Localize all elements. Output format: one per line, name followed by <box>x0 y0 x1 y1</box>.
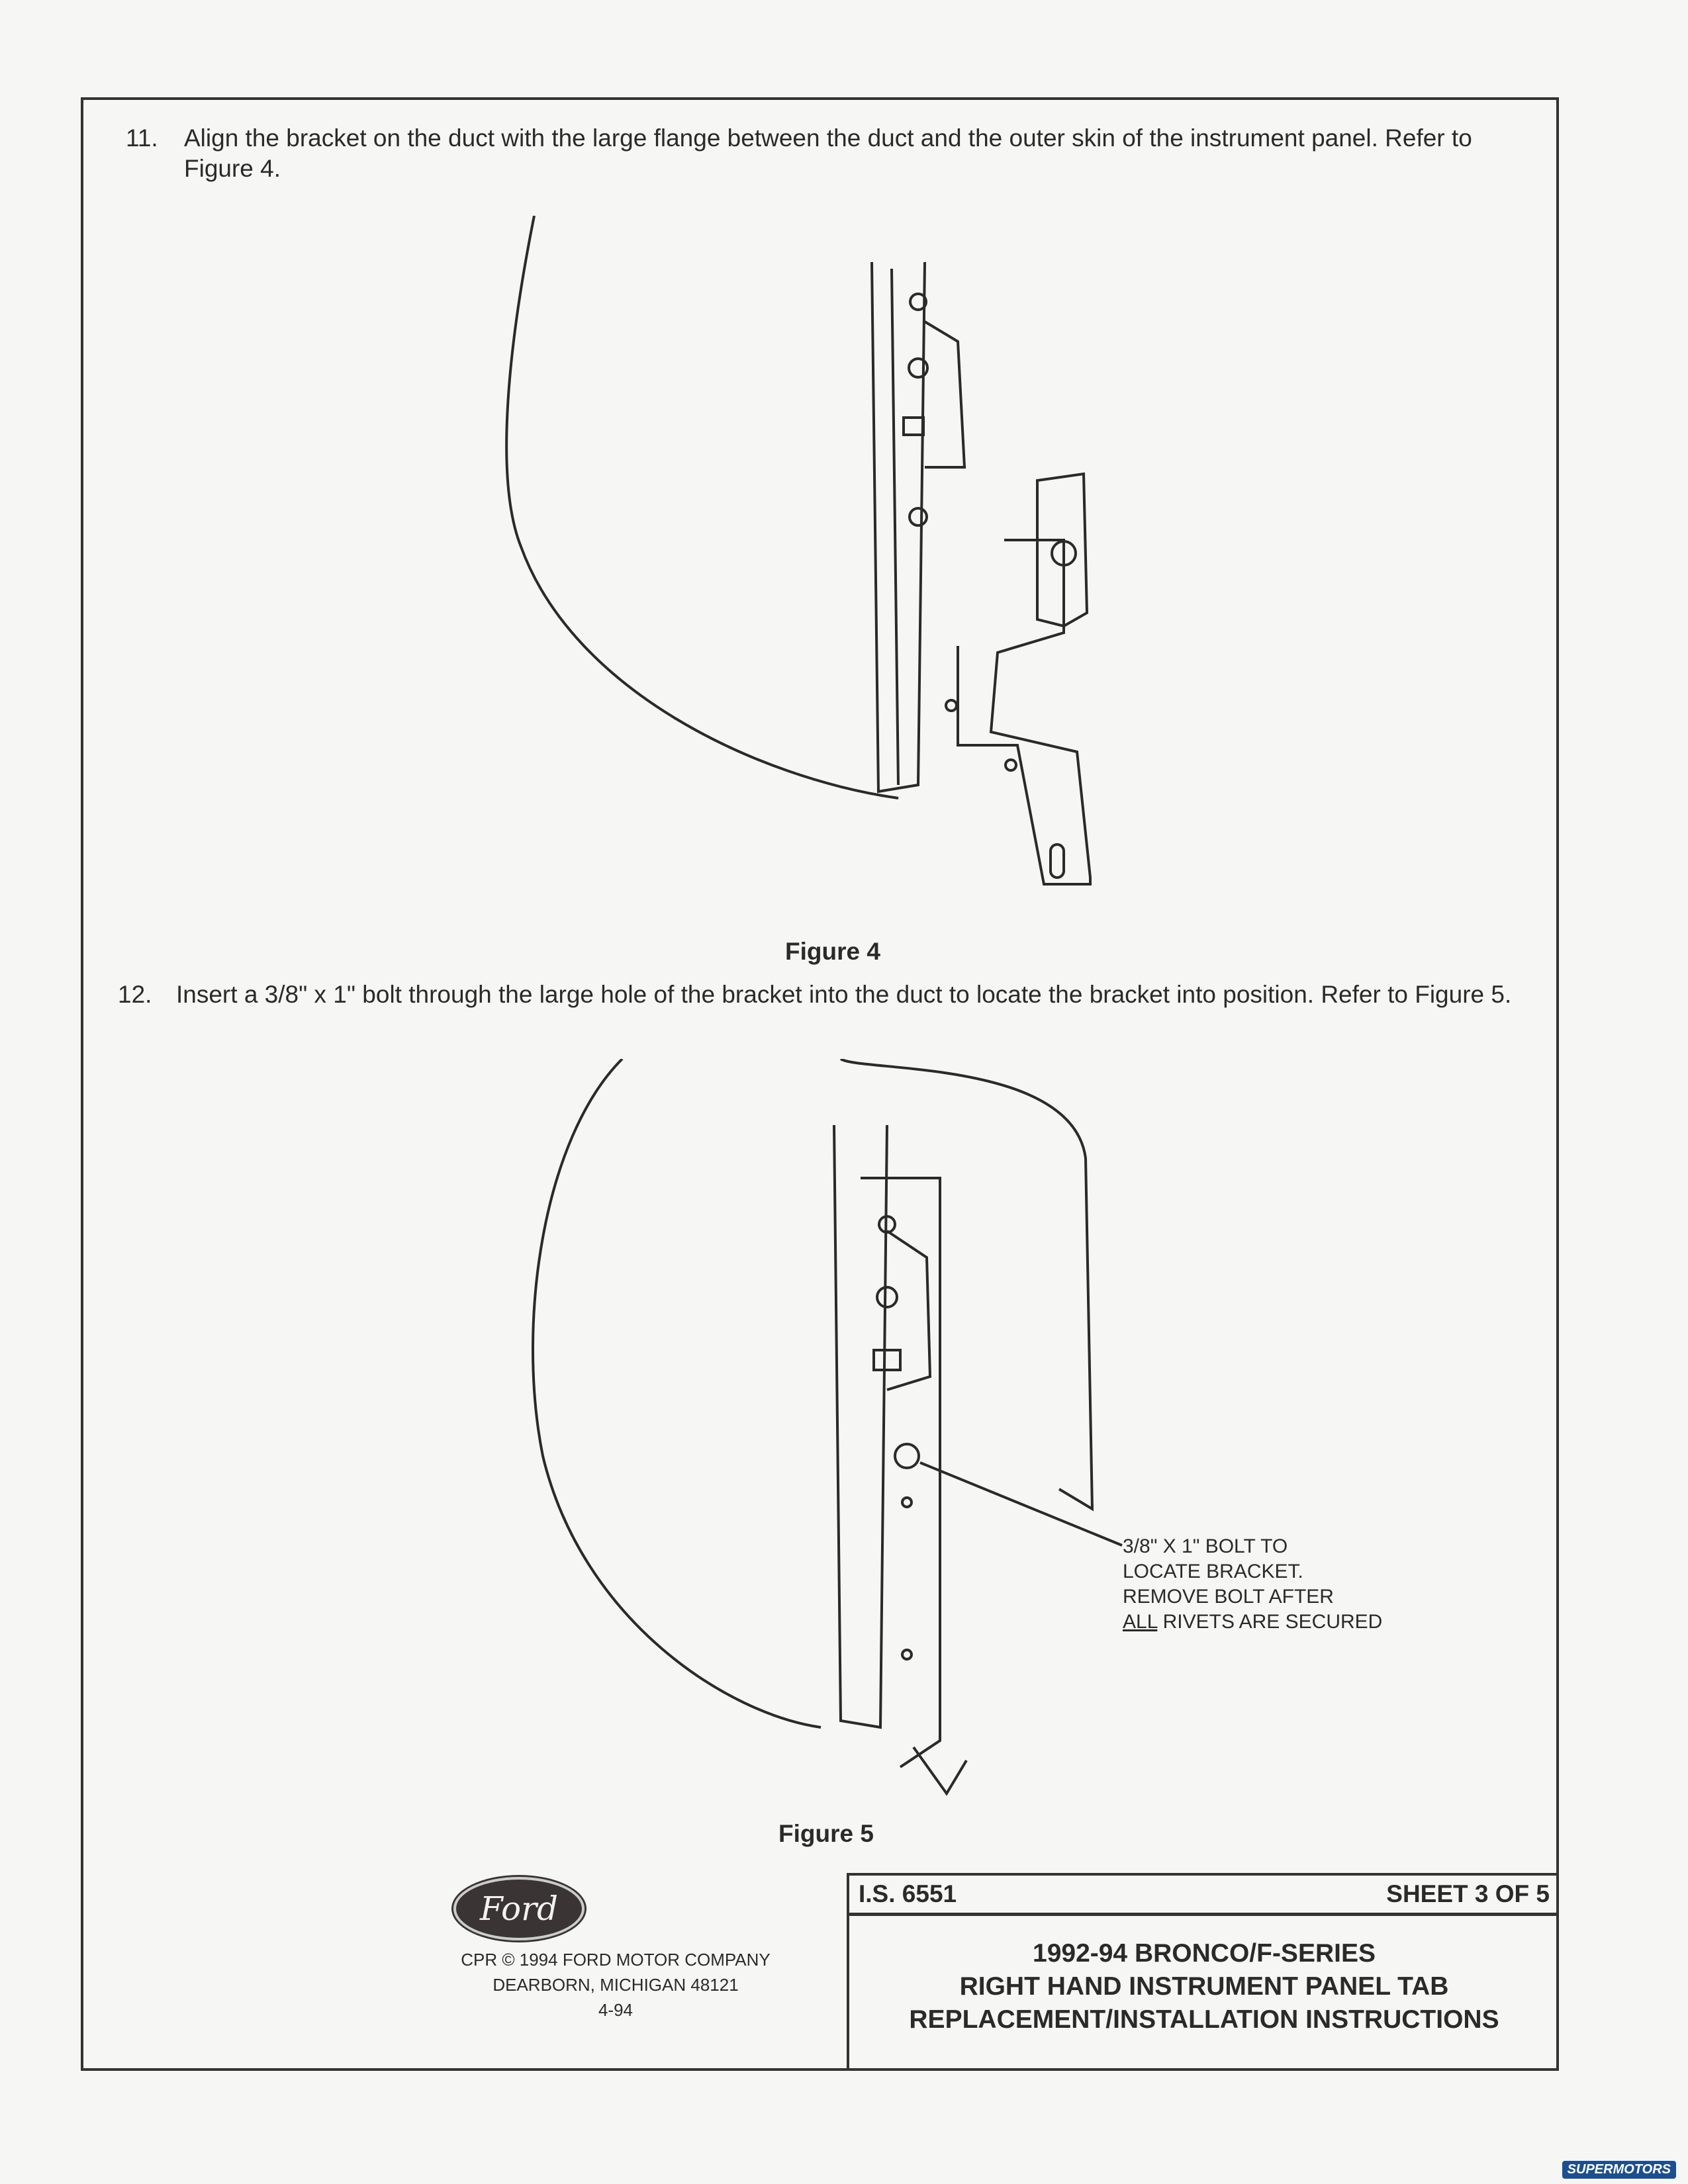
doc-number: I.S. 6551 <box>859 1880 957 1907</box>
bolt-callout: 3/8" X 1" BOLT TO LOCATE BRACKET. REMOVE… <box>1123 1534 1382 1635</box>
callout-line: 3/8" X 1" BOLT TO <box>1123 1535 1288 1557</box>
figure-5-label: Figure 5 <box>778 1820 874 1847</box>
locating-bolt <box>894 1443 920 1469</box>
document-title: 1992-94 BRONCO/F-SERIES RIGHT HAND INSTR… <box>849 1937 1559 2036</box>
slot <box>902 416 925 436</box>
ford-logo: Ford <box>451 1875 586 1942</box>
title-block: I.S. 6551 SHEET 3 OF 5 1992-94 BRONCO/F-… <box>847 1873 1559 2068</box>
copyright: CPR © 1994 FORD MOTOR COMPANY <box>461 1950 771 1970</box>
address: DEARBORN, MICHIGAN 48121 <box>492 1975 739 1995</box>
bolt <box>908 357 929 379</box>
title-line: RIGHT HAND INSTRUMENT PANEL TAB <box>959 1972 1449 2001</box>
title-line: REPLACEMENT/INSTALLATION INSTRUCTIONS <box>909 2005 1499 2034</box>
page-border <box>81 97 1559 2071</box>
bracket <box>1036 472 1089 628</box>
callout-line: LOCATE BRACKET. <box>1123 1561 1303 1582</box>
hole <box>878 1215 896 1234</box>
date: 4-94 <box>598 2000 633 2020</box>
bolt-head <box>1051 540 1077 567</box>
hole <box>908 507 928 527</box>
slot <box>872 1349 902 1371</box>
watermark: SUPERMOTORS <box>1562 2161 1676 2179</box>
step-text: Align the bracket on the duct with the l… <box>184 124 1472 182</box>
figure-4-drawing <box>505 216 1092 886</box>
step-number: 11. <box>126 124 158 152</box>
title-block-header: I.S. 6551 SHEET 3 OF 5 <box>849 1876 1559 1916</box>
title-line: 1992-94 BRONCO/F-SERIES <box>1033 1939 1376 1968</box>
panel-outline <box>505 216 899 799</box>
callout-text: RIVETS ARE SECURED <box>1157 1611 1383 1633</box>
bolt <box>876 1286 898 1308</box>
panel-outline <box>532 1059 821 1729</box>
callout-emphasis: ALL <box>1123 1611 1158 1633</box>
callout-line: ALL RIVETS ARE SECURED <box>1123 1610 1382 1635</box>
step-text: Insert a 3/8" x 1" bolt through the larg… <box>176 981 1512 1008</box>
step-number: 12. <box>118 981 152 1008</box>
leader-line <box>919 1461 1123 1547</box>
figure-4-label: Figure 4 <box>785 938 880 965</box>
company-info: CPR © 1994 FORD MOTOR COMPANY DEARBORN, … <box>437 1947 794 2023</box>
hole <box>909 293 927 311</box>
figure-5-drawing <box>532 1059 1123 1796</box>
callout-line: REMOVE BOLT AFTER <box>1123 1586 1334 1608</box>
sheet-number: SHEET 3 OF 5 <box>1386 1880 1550 1907</box>
